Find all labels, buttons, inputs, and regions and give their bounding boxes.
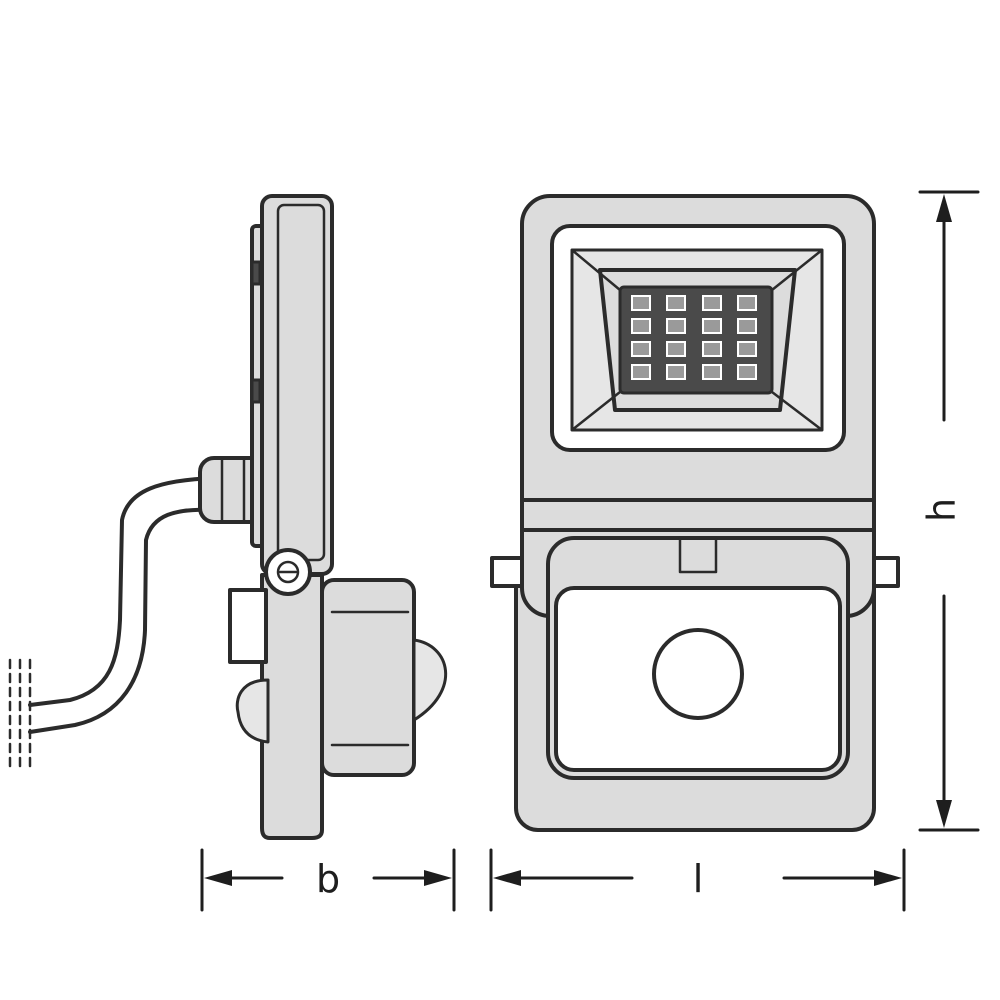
dimension-l-label: l [693,857,704,901]
side-view [8,194,447,840]
motion-sensor-side [320,578,447,777]
dimension-h-label: h [920,498,964,522]
dimension-h: h [918,190,980,832]
motion-sensor-front [546,536,850,780]
lamp-body-side [260,194,334,576]
pivot-screw [264,548,312,596]
front-view [490,194,900,832]
led-panel [550,224,846,452]
power-cable [8,476,217,772]
dimension-l: l [489,848,906,912]
led-chips [631,295,757,380]
dimension-b-label: b [316,857,340,901]
mounting-bracket-side [228,573,324,840]
dimension-b: b [200,848,456,912]
